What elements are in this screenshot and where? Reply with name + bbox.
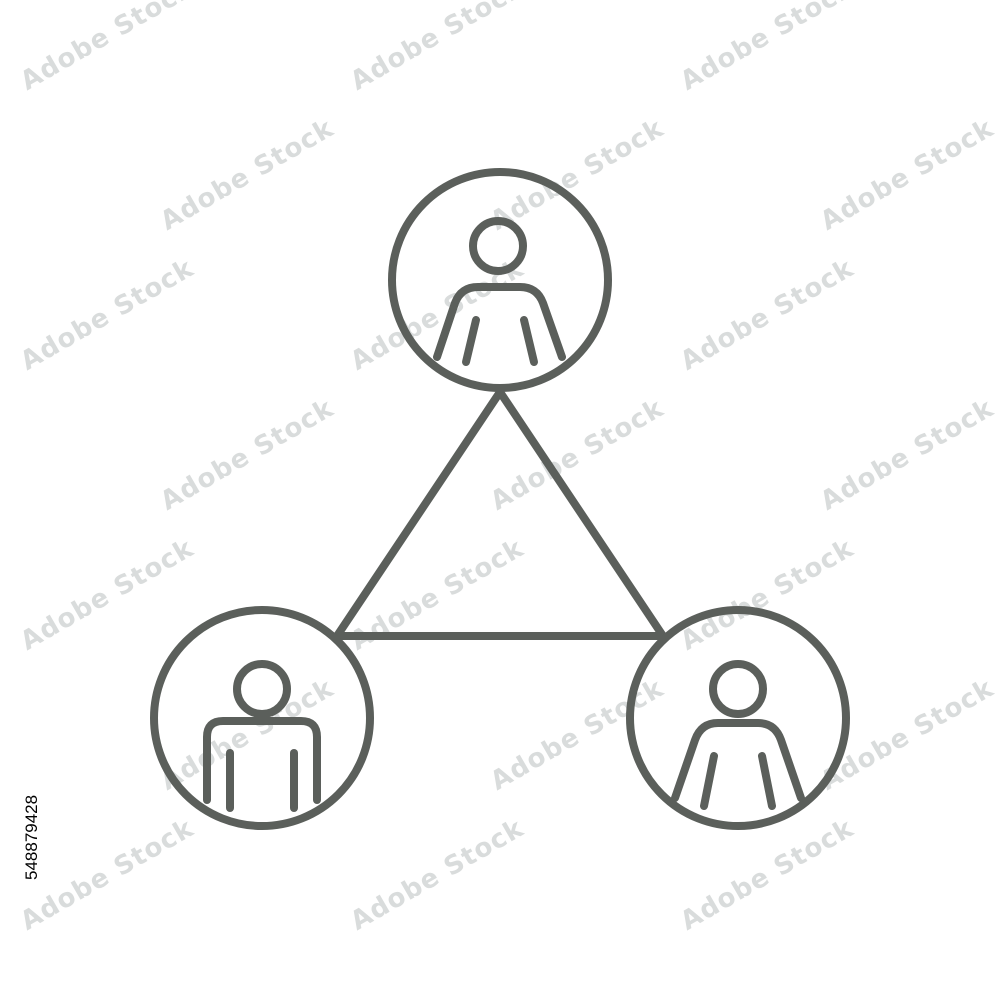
stock-id-label: 548879428 xyxy=(22,794,41,880)
person-head-icon xyxy=(233,660,291,718)
person-arm-right-icon xyxy=(520,316,538,366)
person-head-icon xyxy=(709,660,767,718)
person-body-icon xyxy=(671,719,805,802)
person-body-icon xyxy=(203,717,321,804)
person-arm-left-icon xyxy=(700,752,718,810)
edge-top-right xyxy=(496,388,667,640)
person-node-top xyxy=(388,168,612,392)
person-icon xyxy=(203,660,321,812)
person-body-icon xyxy=(433,283,566,361)
node-circle-left xyxy=(150,606,374,830)
connection-triangle xyxy=(333,388,667,640)
person-icon xyxy=(671,660,805,810)
person-arm-left-icon xyxy=(462,316,480,366)
person-node-left xyxy=(150,606,374,830)
person-icon xyxy=(433,217,566,366)
person-node-right xyxy=(626,606,850,830)
node-circle-top xyxy=(388,168,612,392)
node-circle-right xyxy=(626,606,850,830)
edge-top-left xyxy=(333,388,504,640)
person-arm-right-icon xyxy=(758,752,776,810)
person-head-icon xyxy=(469,217,527,275)
